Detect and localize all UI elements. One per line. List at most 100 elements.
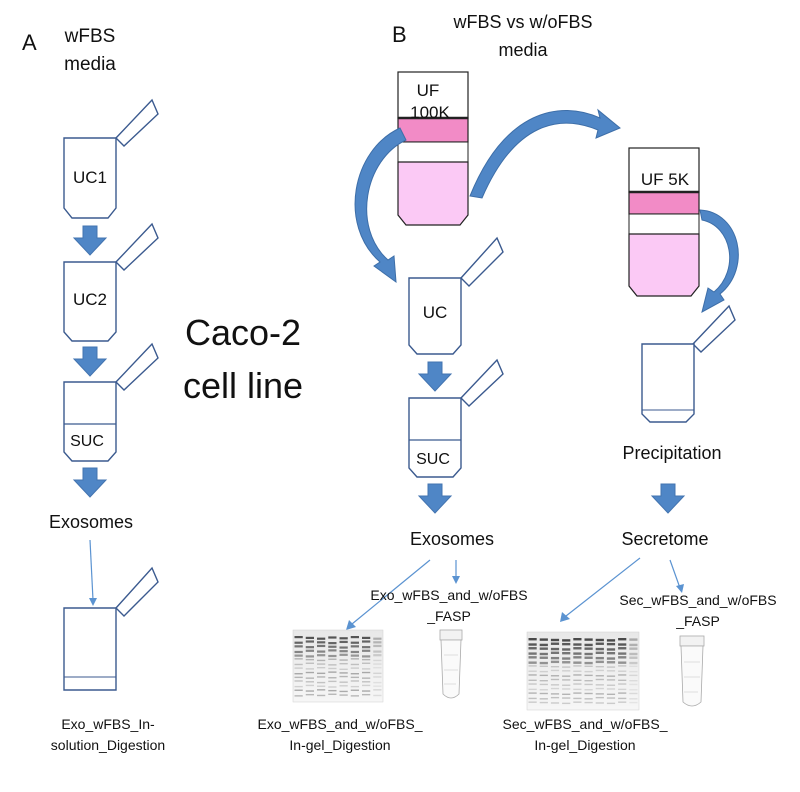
gel-band xyxy=(539,683,548,686)
gel-band xyxy=(294,641,303,644)
gel-band xyxy=(573,652,582,655)
gel-band xyxy=(350,685,359,688)
gel-band xyxy=(573,688,582,691)
exo-fasp-label-line2: _FASP xyxy=(426,608,471,624)
gel-band xyxy=(373,685,382,687)
gel-band xyxy=(339,672,348,674)
gel-band xyxy=(528,674,537,676)
gel-band xyxy=(305,684,314,687)
gel-band xyxy=(618,670,627,672)
gel-band xyxy=(562,675,571,677)
gel-band xyxy=(573,665,582,667)
gel-band xyxy=(339,637,348,640)
gel-band xyxy=(618,643,627,646)
gel-band xyxy=(539,647,548,650)
gel-band xyxy=(305,636,314,639)
gel-band xyxy=(305,662,314,664)
uf-100k-tube: UF 100K xyxy=(397,71,469,226)
gel-band xyxy=(573,701,582,703)
thin-arrow-a xyxy=(89,539,94,601)
gel-band xyxy=(562,679,571,681)
gel-band xyxy=(562,648,571,651)
gel-band xyxy=(584,643,593,647)
cell-line-title-line2: cell line xyxy=(183,365,303,406)
gel-band xyxy=(350,667,359,669)
gel-band xyxy=(573,656,582,659)
gel-band xyxy=(562,697,571,699)
thin-arrow-sec-fasp-head xyxy=(676,584,684,593)
gel-band xyxy=(629,683,638,686)
gel-band xyxy=(562,666,571,668)
gel-band xyxy=(606,652,616,655)
exo-in-gel-label-line2: In-gel_Digestion xyxy=(289,737,390,753)
gel-band xyxy=(339,650,348,653)
gel-band xyxy=(562,670,571,672)
in-solution-digestion-label-line2: solution_Digestion xyxy=(51,737,165,753)
gel-band xyxy=(362,671,371,674)
gel-band xyxy=(595,656,604,660)
gel-band xyxy=(618,661,627,664)
gel-band xyxy=(550,687,560,690)
gel-band xyxy=(573,638,582,641)
exosomes-label-b: Exosomes xyxy=(410,529,494,549)
gel-band xyxy=(328,680,337,683)
suc-tube-b: SUC xyxy=(408,358,504,478)
gel-band xyxy=(629,680,638,682)
gel-band xyxy=(595,642,604,645)
gel-band xyxy=(339,653,348,656)
gel-band xyxy=(373,694,382,697)
gel-band xyxy=(317,689,326,691)
gel-band xyxy=(528,692,537,694)
gel-band xyxy=(373,681,382,684)
precipitation-label: Precipitation xyxy=(622,443,721,463)
panel-a-letter: A xyxy=(22,30,37,55)
gel-band xyxy=(629,698,638,700)
in-solution-tube xyxy=(63,566,159,691)
gel-band xyxy=(328,667,337,670)
gel-band xyxy=(550,666,560,668)
sec-fasp-label-line2: _FASP xyxy=(675,613,720,629)
gel-band xyxy=(629,689,638,691)
gel-band xyxy=(528,647,537,650)
gel-band xyxy=(539,674,548,677)
gel-band xyxy=(595,651,604,654)
gel-band xyxy=(294,663,303,666)
gel-band xyxy=(362,668,371,670)
down-arrow-a1 xyxy=(72,225,108,256)
gel-band xyxy=(328,689,337,692)
gel-band xyxy=(606,670,616,672)
gel-band xyxy=(339,646,348,649)
gel-band xyxy=(550,702,560,704)
gel-band xyxy=(317,637,326,640)
gel-band xyxy=(595,666,604,668)
gel-band xyxy=(305,655,314,658)
gel-band xyxy=(618,692,627,694)
uc-tube-b: UC xyxy=(408,236,504,355)
gel-band xyxy=(339,640,348,644)
gel-band xyxy=(618,674,627,676)
gel-band xyxy=(595,696,604,699)
uc1-tube: UC1 xyxy=(63,98,159,219)
thin-arrow-a-head xyxy=(89,598,97,606)
gel-band xyxy=(573,679,582,681)
uf-100k-label-line1: UF xyxy=(417,81,440,100)
thin-arrow-exo-gel xyxy=(351,559,431,625)
gel-band xyxy=(328,645,337,648)
gel-band xyxy=(550,693,560,695)
gel-band xyxy=(562,639,571,642)
gel-band xyxy=(328,686,337,688)
gel-band xyxy=(550,651,560,654)
gel-band xyxy=(550,660,560,664)
gel-band xyxy=(562,702,571,705)
gel-band xyxy=(573,670,582,672)
gel-band xyxy=(373,667,382,669)
gel-band xyxy=(562,652,571,655)
gel-band xyxy=(362,662,371,664)
gel-band xyxy=(573,643,582,646)
gel-band xyxy=(629,674,638,677)
gel-band xyxy=(595,693,604,695)
gel-band xyxy=(618,697,627,700)
thin-arrow-sec-gel-head xyxy=(560,612,570,622)
gel-band xyxy=(294,658,303,660)
exo-fasp-filter-device xyxy=(439,629,463,699)
